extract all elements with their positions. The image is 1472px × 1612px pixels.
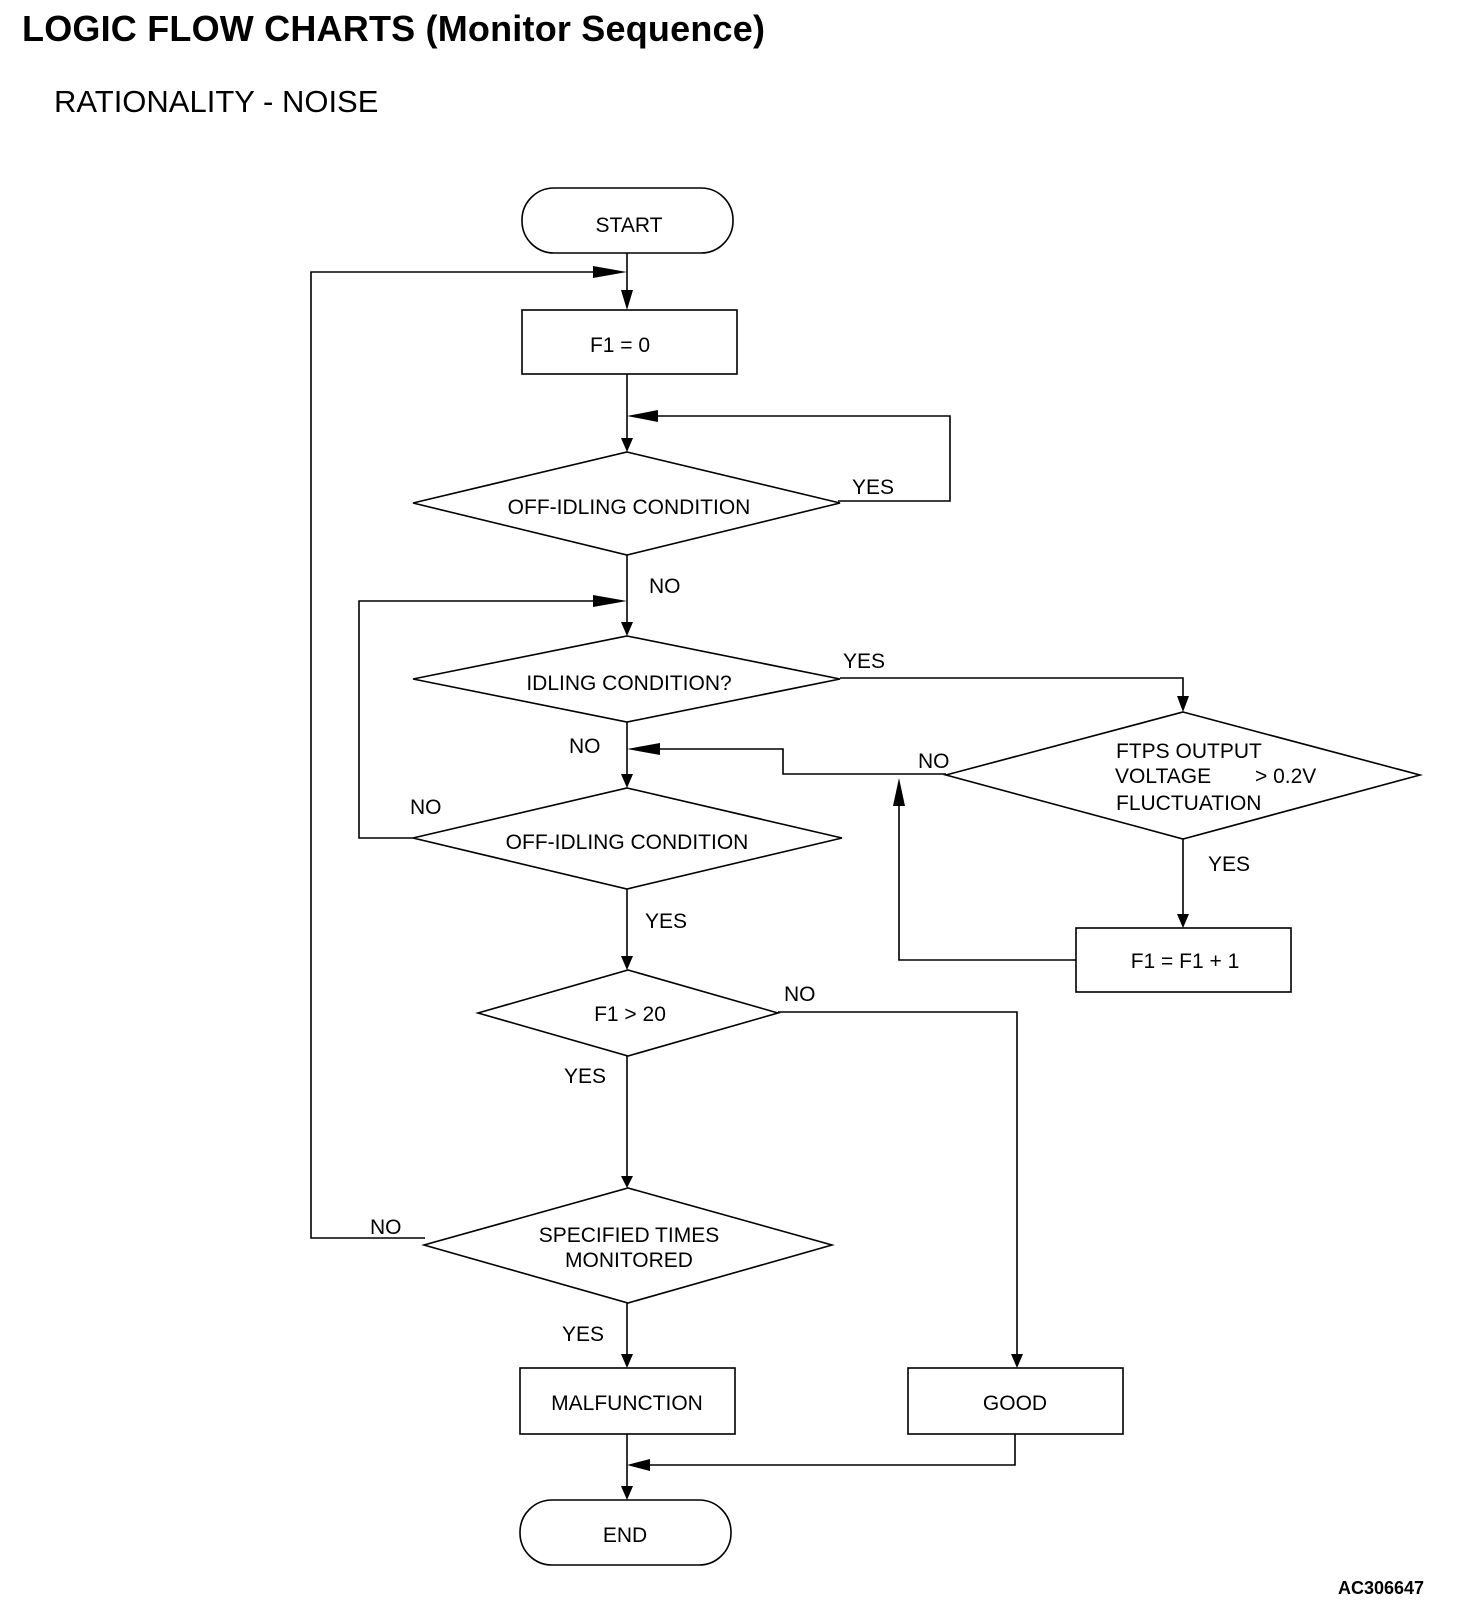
arrow-good-join xyxy=(627,1459,650,1471)
node-init-label: F1 = 0 xyxy=(590,334,650,357)
connector-good-to-end xyxy=(648,1434,1016,1466)
node-threshold-label: F1 > 20 xyxy=(594,1003,666,1026)
arrowheads xyxy=(593,266,1189,1500)
page-title: LOGIC FLOW CHARTS (Monitor Sequence) xyxy=(22,8,766,49)
node-off-idling-1: OFF-IDLING CONDITION xyxy=(412,451,841,556)
label-off-idling-2-no: NO xyxy=(410,796,442,819)
node-idling-label: IDLING CONDITION? xyxy=(526,672,731,695)
arrow-loop-return-top xyxy=(593,266,627,278)
node-specified-line2: MONITORED xyxy=(565,1249,693,1272)
arrow-into-increment xyxy=(1177,914,1189,928)
arrow-into-good xyxy=(1011,1354,1023,1368)
node-init: F1 = 0 xyxy=(521,309,738,375)
arrow-into-ftps xyxy=(1177,696,1189,712)
label-specified-no: NO xyxy=(370,1216,402,1239)
node-ftps-line1: FTPS OUTPUT xyxy=(1116,740,1262,763)
branch-labels: YES NO YES NO NO YES NO YES NO YES NO YE… xyxy=(370,476,1250,1346)
node-malfunction-label: MALFUNCTION xyxy=(551,1392,703,1415)
connector-idling-yes xyxy=(840,677,1184,700)
node-idling: IDLING CONDITION? xyxy=(412,635,841,723)
label-ftps-no: NO xyxy=(918,750,950,773)
connector-off-idling-1-yes-loop xyxy=(650,415,951,502)
arrow-into-specified xyxy=(621,1176,633,1188)
connectors xyxy=(310,253,1184,1490)
connector-specified-no-loop xyxy=(310,271,601,1239)
label-off-idling-1-yes: YES xyxy=(852,476,894,499)
node-off-idling-1-label: OFF-IDLING CONDITION xyxy=(508,496,751,519)
arrow-into-end xyxy=(621,1486,633,1500)
connector-ftps-no xyxy=(658,748,946,775)
label-ftps-yes: YES xyxy=(1208,853,1250,876)
connector-increment-return xyxy=(898,802,1076,961)
arrow-into-init-top xyxy=(621,290,633,310)
node-ftps-line2: VOLTAGE xyxy=(1115,765,1211,788)
node-specified-line1: SPECIFIED TIMES xyxy=(539,1224,719,1247)
node-end: END xyxy=(519,1499,732,1566)
node-start-label: START xyxy=(596,214,663,237)
connector-off-idling-2-no-loop xyxy=(358,600,601,839)
node-threshold: F1 > 20 xyxy=(475,969,781,1057)
node-good-label: GOOD xyxy=(983,1392,1047,1415)
node-good: GOOD xyxy=(907,1367,1124,1435)
arrow-yes-loop-return xyxy=(627,410,658,422)
label-off-idling-2-yes: YES xyxy=(645,910,687,933)
arrow-into-off-idling-1 xyxy=(621,438,633,452)
arrow-increment-up xyxy=(893,778,905,806)
arrow-into-threshold xyxy=(621,956,633,970)
label-idling-no: NO xyxy=(569,735,601,758)
node-off-idling-2: OFF-IDLING CONDITION xyxy=(412,787,843,890)
node-off-idling-2-label: OFF-IDLING CONDITION xyxy=(506,831,749,854)
figure-code: AC306647 xyxy=(1338,1578,1425,1598)
node-ftps-line2b: > 0.2V xyxy=(1255,765,1316,788)
arrow-into-malfunction xyxy=(621,1354,633,1368)
node-ftps: FTPS OUTPUT VOLTAGE > 0.2V FLUCTUATION xyxy=(942,711,1424,840)
arrow-no-loop-return xyxy=(593,595,627,607)
label-specified-yes: YES xyxy=(562,1323,604,1346)
page-subtitle: RATIONALITY - NOISE xyxy=(54,84,379,119)
node-increment: F1 = F1 + 1 xyxy=(1075,927,1292,993)
node-specified: SPECIFIED TIMES MONITORED xyxy=(421,1187,835,1304)
node-end-label: END xyxy=(603,1524,647,1547)
node-start: START xyxy=(521,187,734,254)
arrow-into-off-idling-2 xyxy=(621,774,633,788)
node-increment-label: F1 = F1 + 1 xyxy=(1131,950,1240,973)
label-threshold-yes: YES xyxy=(564,1065,606,1088)
connector-threshold-no xyxy=(778,1011,1018,1358)
label-threshold-no: NO xyxy=(784,983,816,1006)
label-idling-yes: YES xyxy=(843,650,885,673)
arrow-ftps-no-return xyxy=(627,743,660,755)
node-malfunction: MALFUNCTION xyxy=(519,1367,736,1435)
arrow-into-idling xyxy=(621,622,633,636)
label-off-idling-1-no: NO xyxy=(649,575,681,598)
node-ftps-line3: FLUCTUATION xyxy=(1116,792,1261,815)
